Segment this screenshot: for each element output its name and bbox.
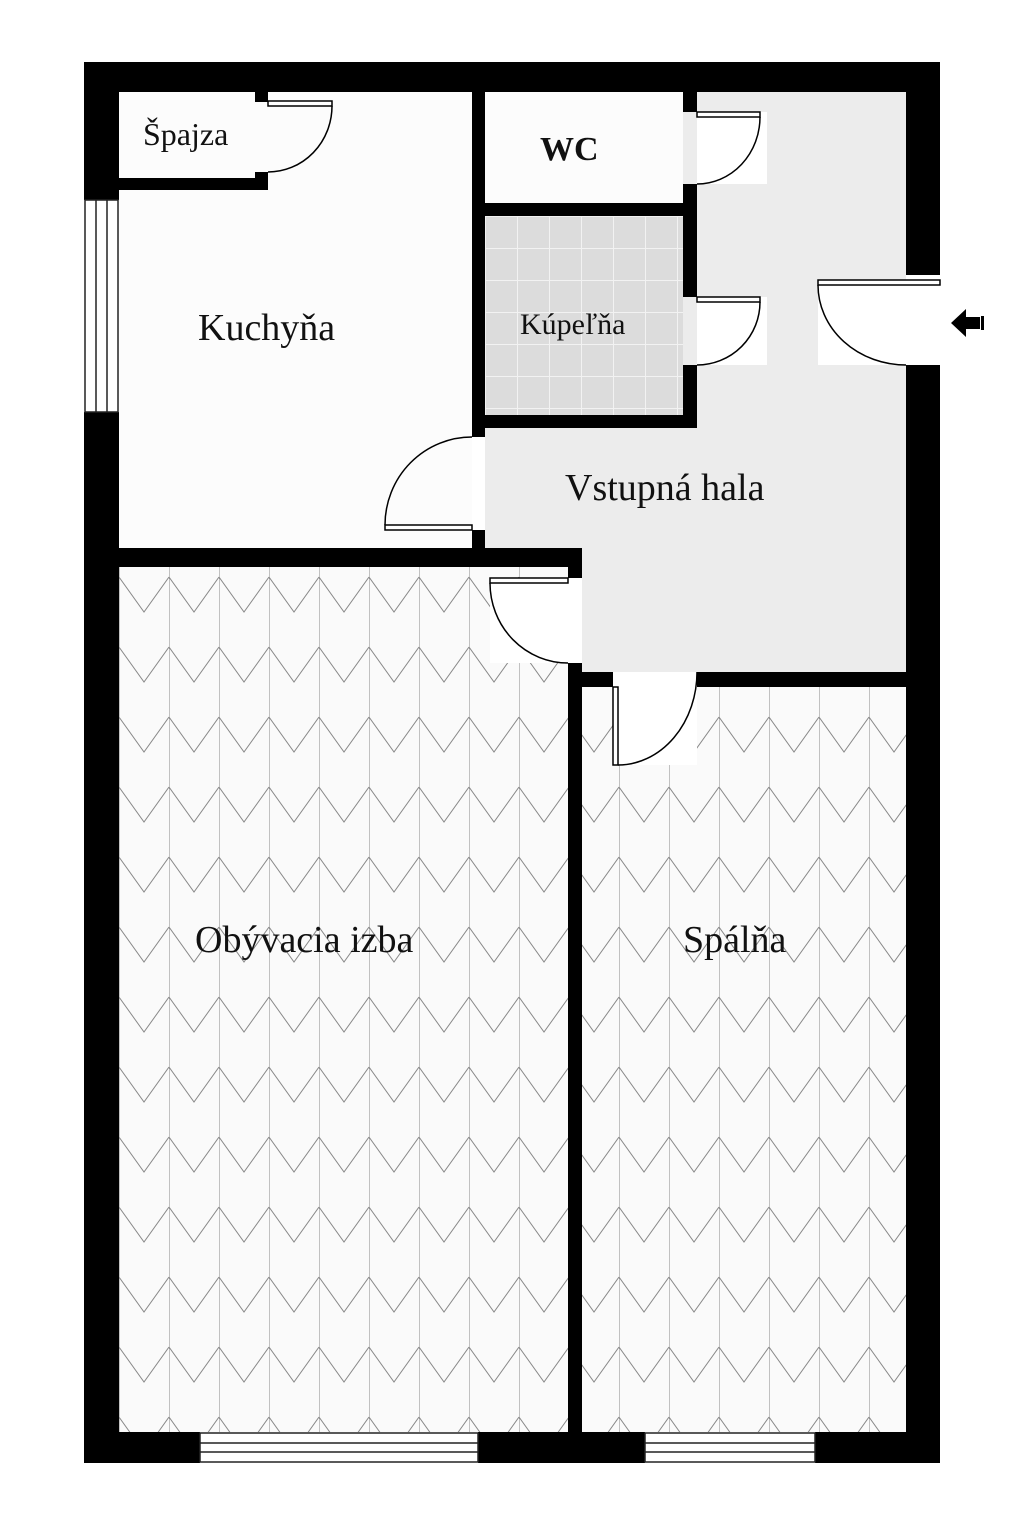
bedroom-door bbox=[612, 686, 619, 766]
windows bbox=[84, 199, 816, 1463]
room-label-pantry: Špajza bbox=[143, 116, 228, 152]
room-label-kitchen: Kuchyňa bbox=[198, 307, 335, 349]
pantry-door bbox=[267, 100, 333, 107]
wc-door bbox=[696, 111, 761, 118]
room-label-living: Obývacia izba bbox=[195, 919, 414, 961]
room-label-bathroom: Kúpeľňa bbox=[520, 308, 625, 341]
walls bbox=[84, 62, 940, 1463]
room-label-bedroom: Spálňa bbox=[683, 919, 787, 961]
living-door bbox=[489, 577, 569, 584]
bedroom-floor bbox=[582, 687, 906, 1432]
room-label-hall: Vstupná hala bbox=[565, 467, 765, 509]
kitchen-door bbox=[384, 524, 473, 531]
kitchen-floor bbox=[119, 92, 472, 548]
arrow-left-icon bbox=[951, 309, 984, 337]
wc-floor bbox=[485, 92, 683, 203]
bathroom-door bbox=[696, 296, 761, 303]
doors bbox=[267, 100, 941, 766]
living-floor bbox=[119, 567, 568, 1432]
entrance-door bbox=[817, 279, 941, 286]
room-label-wc: WC bbox=[540, 131, 599, 168]
bathroom-floor bbox=[485, 216, 683, 415]
